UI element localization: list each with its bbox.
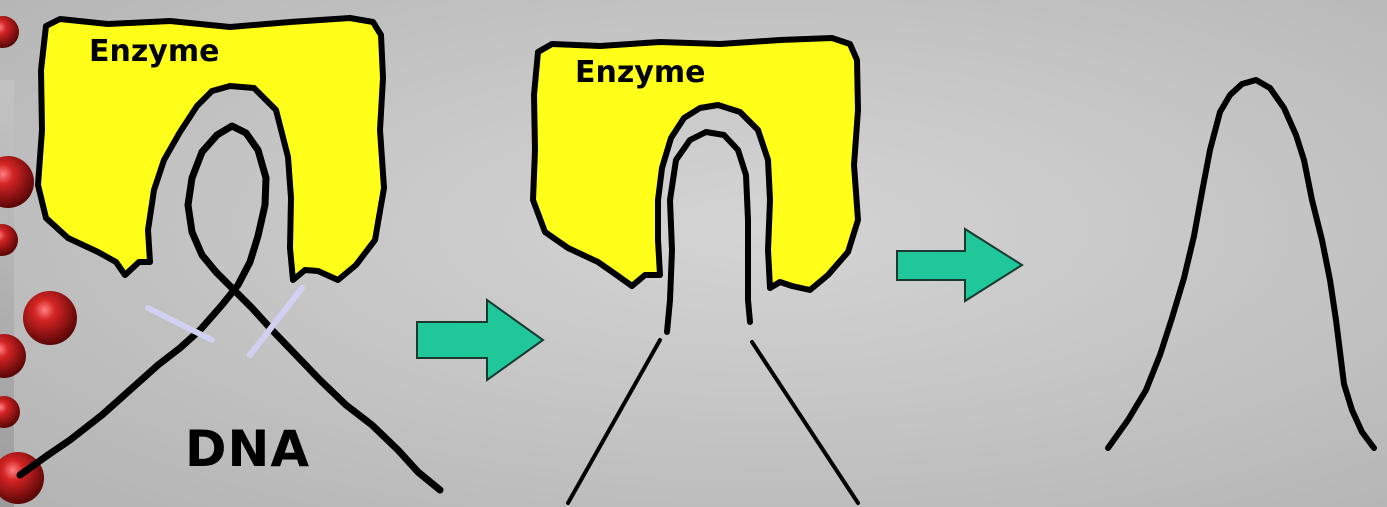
red-bead-decoration	[0, 156, 34, 208]
dna-strand-cut-right	[752, 342, 858, 503]
enzyme-label: Enzyme	[575, 55, 705, 90]
red-bead-decoration	[23, 291, 77, 345]
red-bead-decoration	[0, 396, 20, 428]
red-bead-decoration	[0, 334, 26, 378]
red-bead-decoration	[0, 224, 18, 256]
right-arrow-icon	[417, 300, 543, 380]
cut-mark-right	[250, 288, 302, 355]
panel-2	[533, 38, 858, 503]
dna-label: DNA	[185, 420, 310, 478]
right-arrow-icon	[897, 229, 1022, 301]
enzyme-label: Enzyme	[89, 34, 219, 69]
dna-strand-cut-left	[568, 340, 660, 503]
red-bead-decoration	[0, 16, 19, 48]
panel-3	[1108, 80, 1374, 448]
dna-loop-released	[1108, 80, 1374, 448]
dna-hairpin-inner	[667, 132, 750, 332]
